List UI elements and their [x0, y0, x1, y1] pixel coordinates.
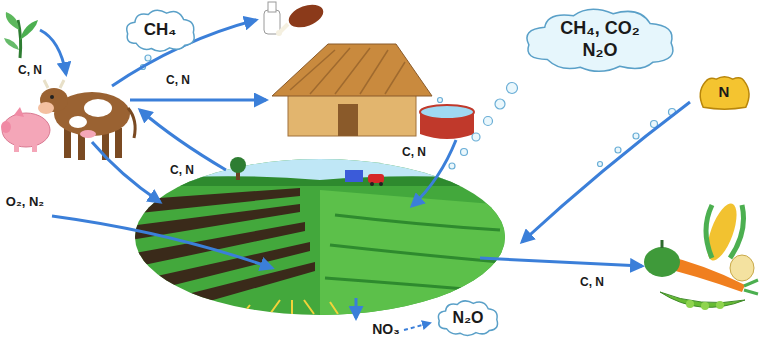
gas-bubbles	[598, 162, 603, 167]
gas-bubbles	[484, 117, 493, 126]
cow-illustration	[128, 108, 135, 138]
flow-label: C, N	[16, 63, 44, 78]
node-text: CH₄, CO₂ N₂O	[547, 18, 653, 61]
plant-illustration	[6, 12, 19, 30]
flow-label: C, N	[578, 275, 606, 290]
pig-illustration	[14, 142, 19, 152]
field-illustration	[379, 182, 383, 186]
food-illustration	[268, 2, 276, 12]
gas-label: O₂, N₂	[4, 194, 46, 210]
flow-label: C, N	[168, 163, 196, 178]
food-illustration	[280, 24, 288, 32]
gas-cloud-outline	[438, 301, 497, 336]
vegetables-illustration	[701, 200, 742, 264]
field-illustration	[130, 222, 305, 268]
gas-bubbles	[472, 133, 480, 141]
field-illustration	[242, 300, 338, 315]
cow-illustration	[64, 128, 71, 158]
leader-arrow	[404, 323, 430, 330]
vegetables-illustration	[706, 205, 744, 258]
gas-bubbles	[145, 55, 151, 61]
fertilizer-sack-outline	[700, 77, 749, 109]
field-illustration	[370, 182, 374, 186]
barn-illustration	[272, 44, 474, 139]
gas-cloud: N₂O	[436, 299, 500, 337]
food-illustration	[286, 0, 327, 31]
field-illustration	[325, 278, 500, 292]
field-illustration	[320, 190, 505, 320]
food-illustration	[264, 0, 326, 36]
gas-bubbles	[633, 133, 639, 139]
nitrate-label: NO₃	[370, 321, 401, 339]
vegetables-illustration	[701, 302, 709, 310]
flow-arrows	[52, 216, 272, 268]
pig-illustration	[2, 113, 50, 147]
barn-illustration	[290, 48, 405, 94]
flow-arrows	[140, 110, 226, 170]
node-text: CH₄	[144, 20, 177, 40]
node-text: N₂O	[452, 308, 484, 327]
barn-illustration	[420, 105, 474, 119]
gas-bubbles	[141, 55, 676, 169]
gas-cloud: CH₄	[124, 8, 197, 53]
cow-illustration	[38, 102, 54, 114]
pig-illustration	[32, 142, 37, 152]
fertilizer-sack: N	[695, 73, 754, 111]
pig-illustration	[1, 121, 11, 133]
field-illustration	[130, 155, 510, 320]
field-illustration	[335, 215, 500, 230]
field-illustration	[130, 155, 510, 181]
gas-bubbles	[495, 99, 505, 109]
vegetables-illustration	[730, 255, 754, 281]
flow-label: C, N	[400, 145, 428, 160]
cow-illustration	[84, 99, 112, 117]
gas-cloud: CH₄, CO₂ N₂O	[521, 6, 679, 74]
field-illustration	[130, 176, 510, 186]
cow-illustration	[44, 80, 64, 88]
gas-bubbles	[507, 83, 518, 94]
field-illustration	[345, 170, 363, 182]
gas-cloud-outline	[126, 10, 193, 51]
pig-illustration	[1, 107, 50, 152]
food-illustration	[276, 30, 282, 36]
node-text: N	[719, 83, 730, 101]
gas-bubbles	[449, 163, 455, 169]
pig-illustration	[14, 107, 24, 117]
field-illustration	[230, 157, 246, 173]
flow-label: C, N	[164, 73, 192, 88]
barn-illustration	[338, 104, 358, 136]
gas-cloud-outline	[527, 9, 673, 71]
flow-arrows	[355, 298, 358, 318]
flow-arrows	[522, 102, 690, 242]
plant-illustration	[20, 20, 38, 40]
plant-illustration	[4, 38, 19, 50]
field-illustration	[130, 155, 510, 320]
field-illustration	[368, 174, 384, 183]
vegetables-illustration	[716, 301, 724, 309]
gas-bubbles	[461, 149, 468, 156]
cow-illustration	[80, 130, 96, 138]
barn-illustration	[272, 44, 432, 96]
cow-illustration	[38, 80, 135, 160]
cow-illustration	[50, 95, 54, 99]
vegetables-illustration	[644, 247, 680, 277]
vegetables-illustration	[744, 280, 758, 294]
barn-illustration	[288, 92, 416, 136]
vegetables-illustration	[661, 240, 664, 248]
vegetables-illustration	[644, 200, 758, 310]
flow-arrows	[480, 258, 642, 266]
cow-illustration	[115, 128, 122, 158]
plant-illustration	[4, 12, 38, 58]
gas-bubbles	[615, 147, 621, 153]
field-illustration	[330, 245, 500, 262]
field-illustration	[140, 262, 315, 318]
gas-bubbles	[438, 98, 443, 103]
flow-arrows	[130, 99, 266, 102]
vegetables-illustration	[686, 300, 694, 308]
cow-illustration	[69, 116, 87, 128]
flow-arrows	[92, 142, 160, 202]
